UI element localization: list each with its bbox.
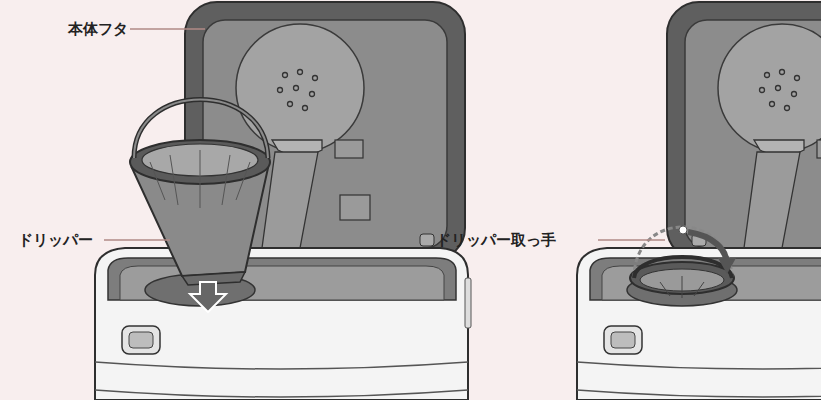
part-label: ドリッパー取っ手 — [436, 231, 556, 249]
part-label: 本体フタ — [68, 20, 128, 38]
part-label: ドリッパー — [18, 231, 93, 249]
